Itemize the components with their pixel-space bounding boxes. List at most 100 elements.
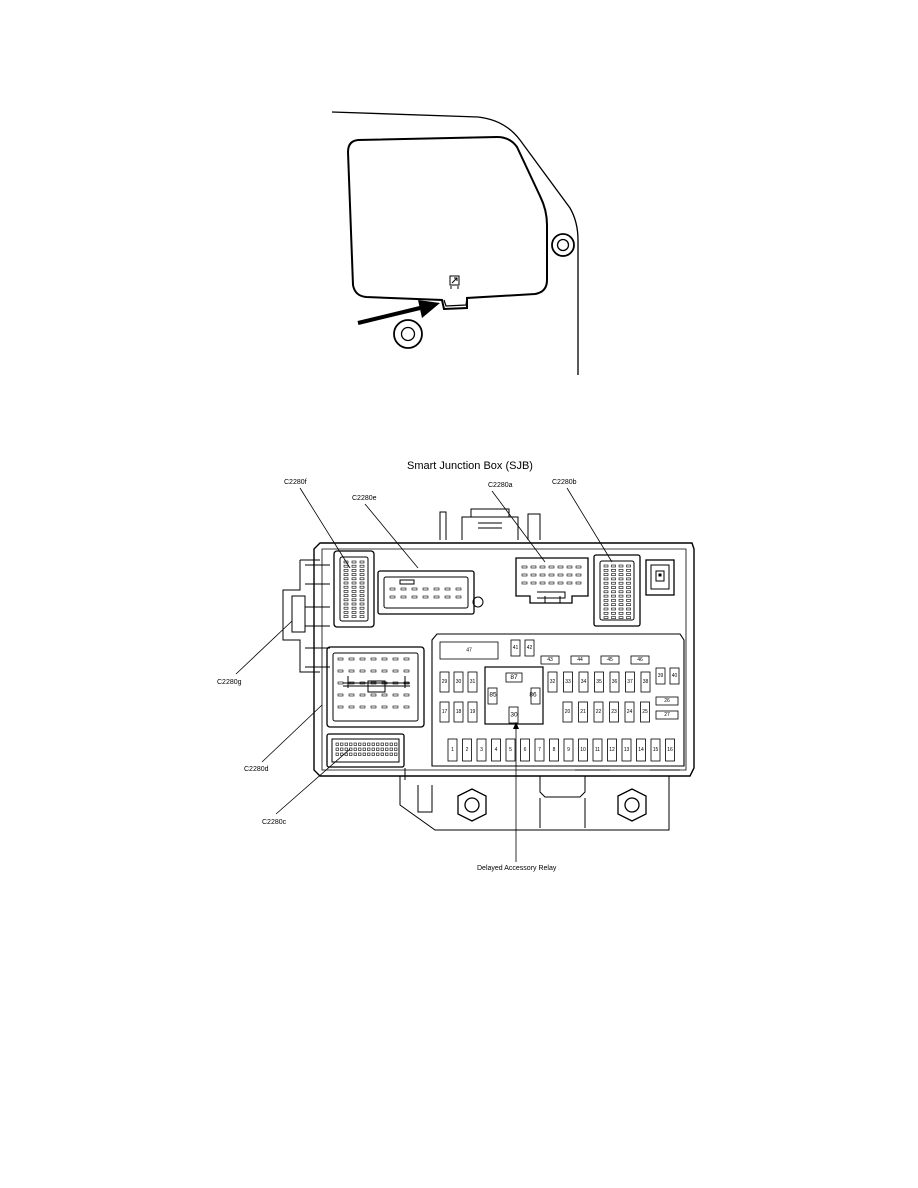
connector-c2280b bbox=[593, 554, 641, 627]
fuse-12-outline bbox=[607, 738, 617, 762]
connector-pin bbox=[359, 602, 365, 606]
connector-pin bbox=[611, 611, 616, 615]
connector-pin bbox=[344, 742, 348, 746]
fuse-3-outline bbox=[476, 738, 487, 762]
fuse-47-label: 47 bbox=[466, 648, 472, 654]
connector-pin bbox=[337, 693, 344, 697]
fuse-9-label: 9 bbox=[567, 747, 570, 753]
label-c2280e: C2280e bbox=[352, 495, 377, 502]
fuse-46: 46 bbox=[630, 655, 650, 665]
a-pins-grid bbox=[521, 565, 582, 585]
fuse-24: 24 bbox=[624, 701, 635, 723]
d-pins-grid bbox=[337, 657, 410, 709]
fuse-46-label: 46 bbox=[637, 657, 643, 663]
fuse-29: 29 bbox=[439, 671, 450, 693]
connector-pin bbox=[380, 747, 384, 751]
connector-pin bbox=[359, 594, 365, 597]
fuse-26-label: 26 bbox=[664, 698, 670, 704]
connector-pin bbox=[359, 606, 365, 610]
connector-pin bbox=[381, 681, 388, 685]
connector-pin bbox=[343, 598, 349, 602]
connector-pin bbox=[351, 560, 357, 564]
connector-pin bbox=[359, 585, 365, 589]
connector-pin bbox=[351, 564, 357, 568]
connector-pin bbox=[618, 586, 624, 589]
fuse-6-label: 6 bbox=[524, 747, 527, 753]
connector-pin bbox=[385, 742, 389, 746]
connector-pin bbox=[400, 587, 407, 591]
fuse-32: 32 bbox=[547, 671, 558, 693]
connector-pin bbox=[626, 573, 631, 576]
fuse-18-outline bbox=[453, 701, 464, 723]
connector-pin bbox=[359, 590, 365, 593]
connector-pin bbox=[349, 752, 353, 756]
fuse-44: 44 bbox=[570, 655, 590, 665]
fuse-20: 20 bbox=[562, 701, 573, 723]
fuse-42-label: 42 bbox=[527, 645, 533, 651]
fuse-13-outline bbox=[621, 738, 632, 762]
connector-pin bbox=[618, 611, 624, 615]
connector-pin bbox=[351, 585, 357, 589]
connector-pin bbox=[618, 568, 624, 572]
relay-terminal-30: 30 bbox=[510, 712, 518, 719]
connector-pin bbox=[575, 573, 582, 577]
connector-pin bbox=[351, 569, 357, 572]
fuse-25: 25 bbox=[640, 701, 650, 723]
label-c2280f: C2280f bbox=[284, 479, 307, 486]
fuse-1: 1 bbox=[447, 738, 458, 762]
connector-pin bbox=[351, 594, 357, 597]
label-c2280g: C2280g bbox=[217, 679, 242, 686]
connector-pin bbox=[392, 693, 399, 697]
connector-pin bbox=[618, 564, 624, 568]
connector-pin bbox=[343, 581, 349, 585]
fuse-45: 45 bbox=[600, 655, 620, 665]
connector-c2280e bbox=[377, 570, 484, 615]
connector-pin bbox=[603, 568, 609, 572]
connector-pin bbox=[611, 616, 616, 619]
fuse-30-label: 30 bbox=[456, 679, 462, 685]
connector-pin bbox=[381, 669, 388, 673]
connector-pin bbox=[394, 752, 398, 756]
fuse-39-label: 39 bbox=[658, 673, 664, 679]
fuse-16: 16 bbox=[665, 738, 675, 762]
c-pins-grid bbox=[335, 742, 398, 756]
connector-pin bbox=[389, 742, 393, 746]
connector-pin bbox=[603, 611, 609, 615]
fuse-38: 38 bbox=[640, 671, 651, 693]
connector-pin bbox=[335, 747, 339, 751]
fuse-4: 4 bbox=[491, 738, 501, 762]
connector-pin bbox=[603, 599, 609, 602]
connector-pin bbox=[359, 573, 365, 576]
connector-pin bbox=[358, 752, 362, 756]
fuse-26-outline bbox=[655, 696, 679, 706]
fuse-44-outline bbox=[570, 655, 590, 665]
fuse-41-outline bbox=[510, 639, 521, 657]
connector-pin bbox=[353, 747, 357, 751]
fuse-panel-area bbox=[431, 633, 685, 767]
connector-pin bbox=[611, 603, 616, 607]
fuse-31: 31 bbox=[467, 671, 478, 693]
connector-pin bbox=[626, 568, 631, 572]
connector-pin bbox=[611, 564, 616, 568]
connector-pin bbox=[370, 693, 377, 697]
fuse-42: 42 bbox=[524, 639, 535, 657]
sjb-mounting-bracket bbox=[399, 776, 670, 831]
fuse-41: 41 bbox=[510, 639, 521, 657]
fuse-2-outline bbox=[462, 738, 472, 762]
fuse-11: 11 bbox=[592, 738, 603, 762]
screw-bottom bbox=[393, 319, 423, 349]
fuse-21: 21 bbox=[578, 701, 588, 723]
connector-pin bbox=[348, 681, 355, 685]
fuse-5-outline bbox=[505, 738, 516, 762]
fuse-36: 36 bbox=[609, 671, 620, 693]
connector-pin bbox=[403, 705, 410, 709]
connector-pin bbox=[566, 581, 573, 585]
fuse-7-outline bbox=[534, 738, 545, 762]
connector-pin bbox=[557, 565, 564, 569]
fuse-40: 40 bbox=[669, 667, 680, 685]
fuse-44-label: 44 bbox=[577, 657, 583, 663]
label-c2280c: C2280c bbox=[262, 819, 287, 826]
connector-pin bbox=[370, 669, 377, 673]
fuse-30-outline bbox=[453, 671, 464, 693]
